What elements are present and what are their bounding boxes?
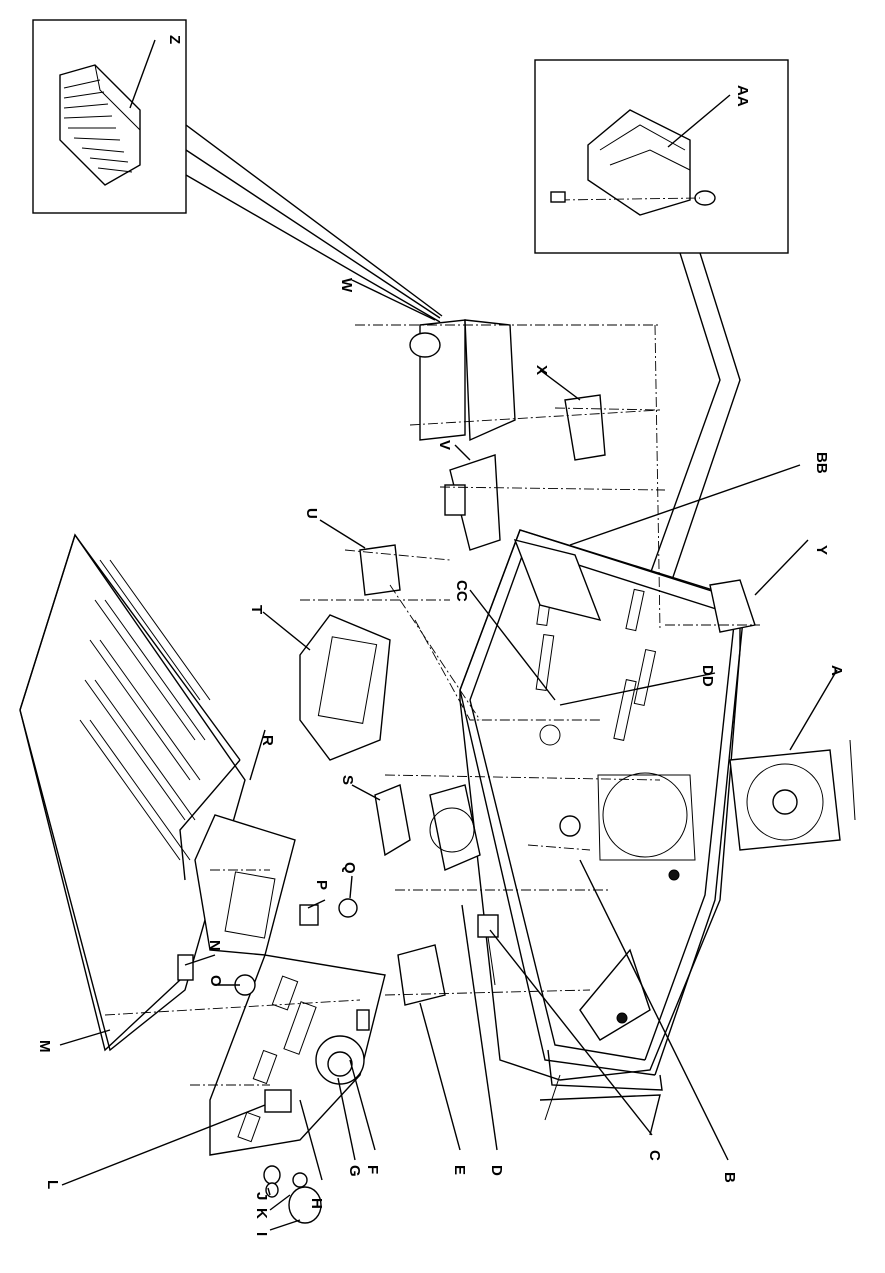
assembly-w — [409, 319, 516, 442]
label-f: F — [364, 1165, 381, 1174]
label-bb: BB — [813, 452, 830, 474]
label-k: K — [253, 1208, 270, 1219]
label-z: Z — [166, 35, 183, 44]
label-w: W — [338, 278, 355, 293]
label-i: I — [253, 1232, 270, 1236]
label-o: O — [207, 975, 224, 987]
label-l: L — [44, 1180, 61, 1189]
leader-lines — [59, 279, 838, 1231]
small-parts — [177, 815, 581, 1031]
label-c: C — [646, 1150, 663, 1161]
label-g: G — [346, 1165, 363, 1177]
part-labels: Z AA W X V BB U Y CC T DD A R S P Q N O … — [36, 35, 845, 1236]
label-u: U — [303, 508, 320, 519]
label-t: T — [248, 605, 265, 614]
label-q: Q — [341, 862, 358, 874]
label-h: H — [308, 1198, 325, 1209]
inset-transformer-aa — [534, 59, 789, 254]
connector-c — [477, 914, 499, 986]
label-dd: DD — [699, 665, 716, 687]
label-b: B — [721, 1172, 738, 1183]
fan-d — [429, 784, 481, 871]
assembly-v — [444, 454, 501, 551]
label-cc: CC — [453, 580, 470, 602]
label-n: N — [206, 940, 223, 951]
transformer-e — [397, 944, 446, 1006]
assembly-s — [374, 784, 411, 857]
label-y: Y — [813, 545, 830, 555]
assembly-x — [564, 394, 606, 461]
label-aa: AA — [734, 85, 751, 107]
label-a: A — [828, 665, 845, 676]
label-m: M — [36, 1040, 53, 1053]
cover-m — [19, 533, 246, 1052]
label-s: S — [339, 775, 356, 785]
inset-heatsink-z — [32, 19, 187, 214]
label-r: R — [259, 735, 276, 746]
assembly-t — [299, 614, 391, 761]
label-d: D — [488, 1165, 505, 1176]
label-v: V — [436, 440, 453, 450]
label-x: X — [533, 365, 550, 375]
chassis — [459, 529, 746, 1136]
transformer-aa-part — [550, 109, 716, 216]
alignment-lines — [104, 324, 760, 1086]
assembly-r — [194, 814, 296, 956]
label-j: J — [253, 1192, 270, 1200]
label-p: P — [313, 880, 330, 890]
label-e: E — [451, 1165, 468, 1175]
heatsink-part — [59, 64, 141, 186]
assembly-u — [359, 544, 401, 596]
fan-a — [729, 739, 856, 851]
